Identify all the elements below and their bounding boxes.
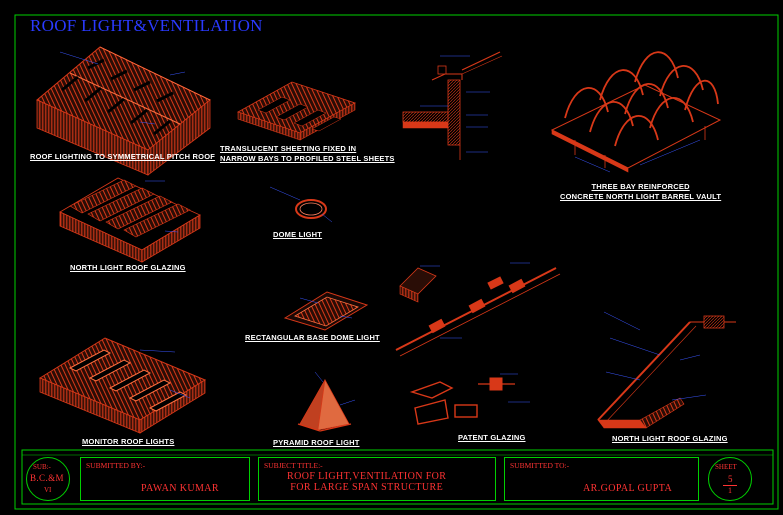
sheet-label: SHEET	[715, 463, 737, 471]
pitch-roof-drawing	[36, 46, 211, 176]
caption-rect-dome-light: RECTANGULAR BASE DOME LIGHT	[245, 333, 380, 342]
north-light-roof-drawing	[59, 177, 201, 263]
caption-translucent-sheeting: TRANSLUCENT SHEETING FIXED IN NARROW BAY…	[220, 144, 395, 163]
caption-monitor-roof: MONITOR ROOF LIGHTS	[82, 437, 175, 446]
pyramid-roof-light-drawing	[297, 371, 356, 432]
subject-title-box: SUBJECT TITLE:- ROOF LIGHT,VENTILATION F…	[258, 457, 496, 501]
subject-code-circle: SUB:- B.C.&M VI	[26, 457, 70, 501]
sheet-border	[14, 14, 779, 510]
title-block-frame	[21, 449, 774, 505]
sheet-fraction-line	[723, 485, 737, 486]
caption-barrel-vault: THREE BAY REINFORCED CONCRETE NORTH LIGH…	[560, 182, 722, 201]
sheet-number-circle: SHEET 5 1	[708, 457, 752, 501]
barrel-vault-drawing	[550, 51, 722, 173]
submitted-to-name: AR.GOPAL GUPTA	[583, 483, 673, 494]
caption-patent-glazing: PATENT GLAZING	[458, 433, 526, 442]
sheet-title: ROOF LIGHT&VENTILATION	[30, 16, 263, 35]
submitted-by-label: SUBMITTED BY:-	[86, 461, 146, 470]
subject-title-label: SUBJECT TITLE:-	[264, 461, 323, 470]
roof-section-detail	[402, 51, 503, 160]
sub-label: SUB:-	[33, 463, 51, 471]
patent-glazing-drawing	[395, 262, 561, 425]
sheet-total: 1	[728, 486, 732, 495]
translucent-sheeting-drawing	[237, 81, 356, 141]
north-light-detail-drawing	[597, 311, 736, 429]
monitor-roof-drawing	[38, 337, 207, 434]
sub-roman: VI	[44, 486, 52, 494]
caption-pitch-roof: ROOF LIGHTING TO SYMMETRICAL PITCH ROOF	[30, 152, 216, 161]
submitted-by-name: PAWAN KUMAR	[141, 483, 219, 494]
submitted-to-box: SUBMITTED TO:- AR.GOPAL GUPTA	[504, 457, 699, 501]
submitted-to-label: SUBMITTED TO:-	[510, 461, 570, 470]
rect-dome-light-drawing	[283, 291, 369, 331]
dome-light-drawing	[269, 186, 333, 223]
caption-dome-light: DOME LIGHT	[273, 230, 323, 239]
caption-north-light-2: NORTH LIGHT ROOF GLAZING	[612, 434, 728, 443]
subject-title-value: ROOF LIGHT,VENTILATION FOR FOR LARGE SPA…	[287, 471, 447, 493]
caption-north-light-1: NORTH LIGHT ROOF GLAZING	[70, 263, 186, 272]
sheet-no: 5	[728, 474, 733, 484]
sub-value: B.C.&M	[30, 473, 64, 483]
submitted-by-box: SUBMITTED BY:- PAWAN KUMAR	[80, 457, 250, 501]
caption-pyramid-roof: PYRAMID ROOF LIGHT	[273, 438, 360, 447]
